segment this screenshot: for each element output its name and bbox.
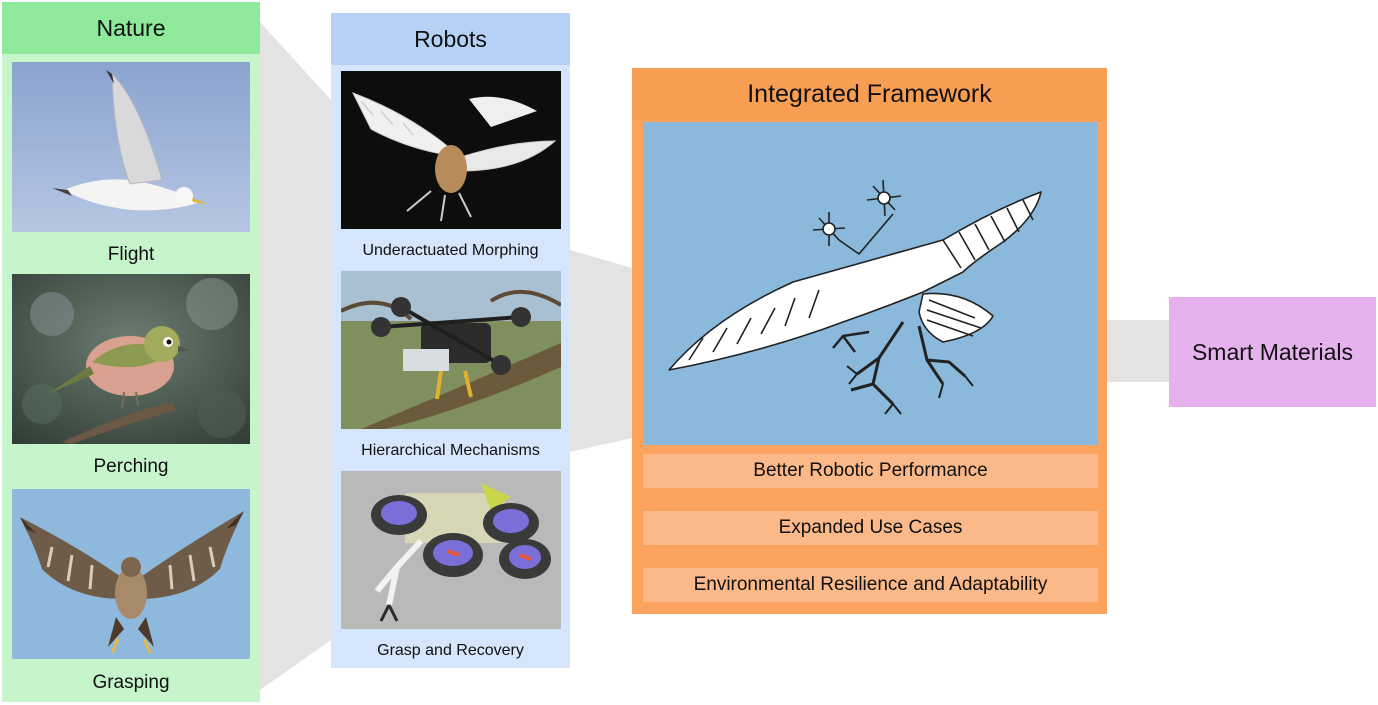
seagull-flight-image — [12, 62, 250, 232]
nature-item-label: Perching — [93, 456, 169, 477]
morphing-wing-robot-image — [341, 71, 561, 229]
robots-to-framework-connector — [570, 250, 632, 452]
smart-materials-label: Smart Materials — [1191, 338, 1354, 365]
integrated-robot-illustration — [643, 122, 1098, 445]
framework-header: Integrated Framework — [632, 68, 1107, 120]
robot-item-label: Hierarchical Mechanisms — [361, 442, 540, 459]
perching-bird-image — [12, 274, 250, 444]
integrated-framework-box: Integrated Framework — [632, 68, 1107, 614]
nature-header: Nature — [2, 2, 260, 54]
perching-drone-image — [341, 271, 561, 429]
grasping-drone-image — [341, 471, 561, 629]
nature-to-robots-connector — [260, 22, 331, 690]
smart-materials-box: Smart Materials — [1169, 297, 1376, 407]
benefit-row: Expanded Use Cases — [643, 511, 1098, 545]
nature-column: Nature Flight — [2, 2, 260, 702]
robots-header: Robots — [331, 13, 570, 65]
benefit-row: Environmental Resilience and Adaptabilit… — [643, 568, 1098, 602]
robot-item-label: Grasp and Recovery — [377, 642, 524, 659]
grasping-hawk-image — [12, 489, 250, 659]
robots-column: Robots Underactuated Morphing Hierarchic… — [331, 13, 570, 668]
robot-item-label: Underactuated Morphing — [362, 242, 539, 259]
nature-item-label: Grasping — [92, 672, 170, 693]
framework-to-smart-materials-connector — [1107, 320, 1169, 382]
benefit-row: Better Robotic Performance — [643, 454, 1098, 488]
nature-item-label: Flight — [107, 244, 155, 265]
